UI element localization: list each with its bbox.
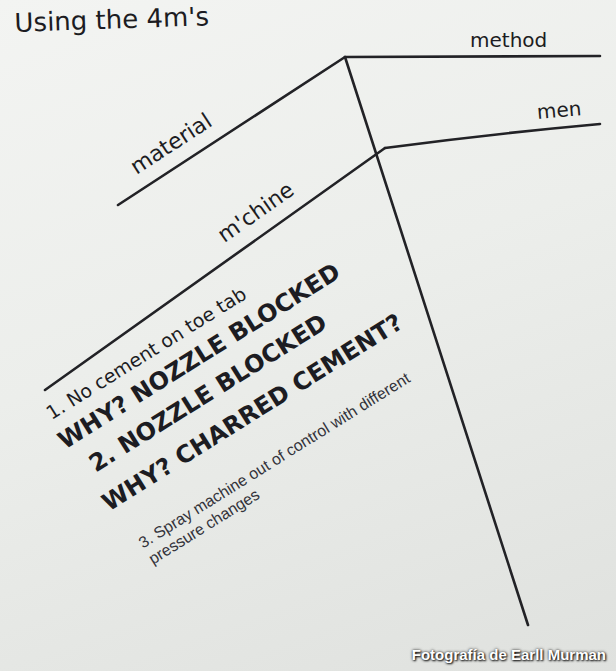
category-label: men [536,96,582,124]
men-bone [385,124,600,148]
material-bone [118,57,345,205]
why-note: WHY? NOZZLE BLOCKED [53,258,346,456]
board-title: Using the 4m's [14,1,210,39]
photo-credit: Fotografía de Earll Murman [412,646,606,664]
method-bone [345,56,600,57]
category-label: m'chine [213,176,299,248]
category-label: method [470,28,547,52]
